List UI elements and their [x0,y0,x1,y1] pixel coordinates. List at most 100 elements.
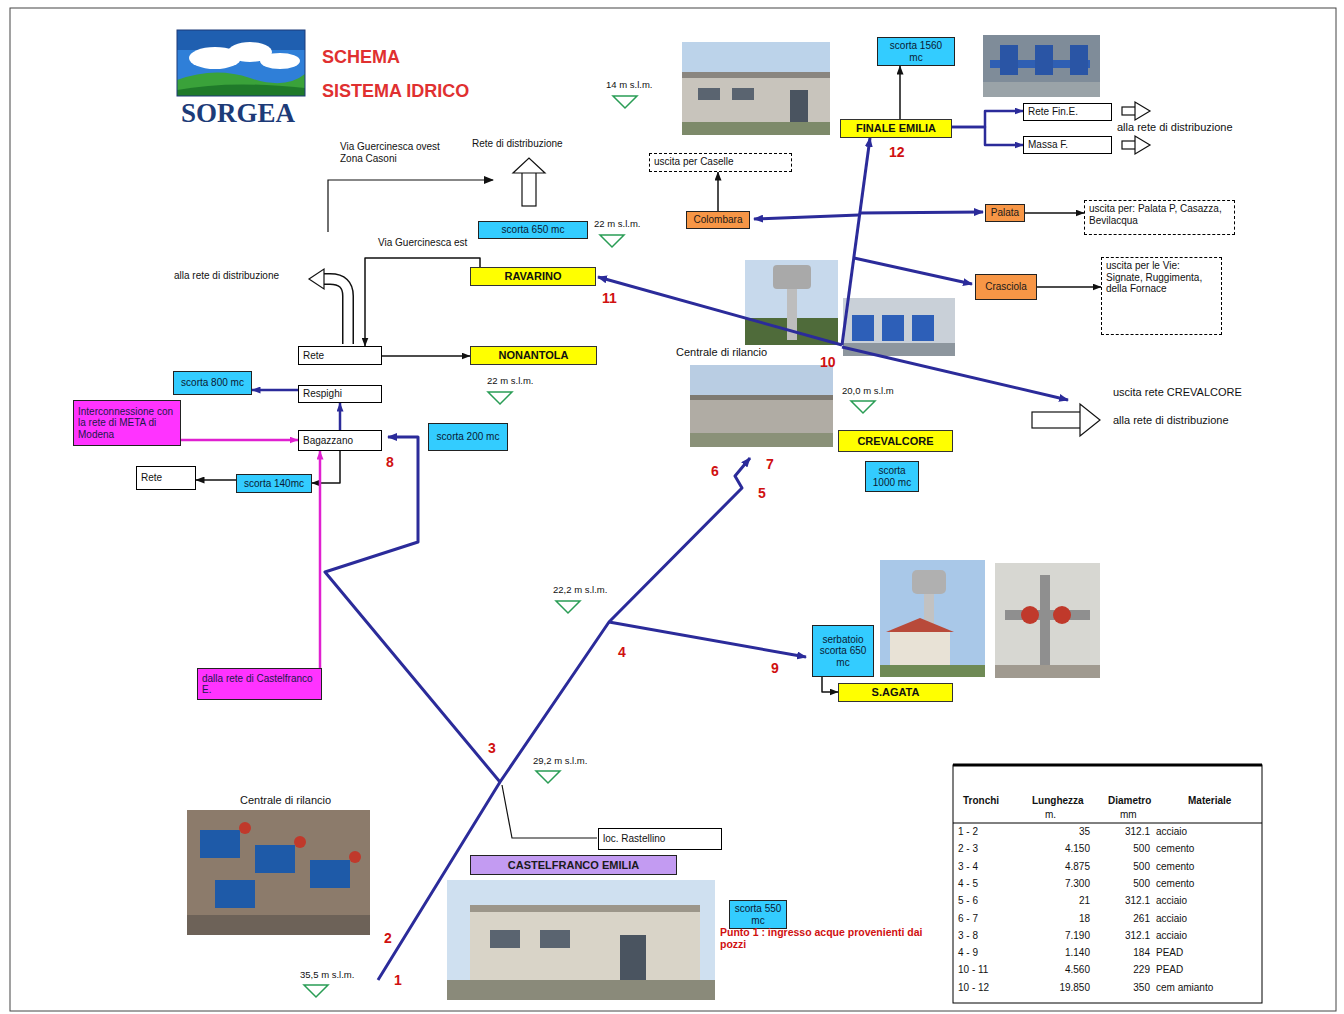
outlet-arrow [309,269,324,289]
table-cell: 3 - 4 [958,861,978,873]
branch-line [502,785,597,838]
table-cell: 3 - 8 [958,930,978,942]
table-cell: m. [1045,809,1056,821]
flow-connector [822,677,838,692]
station-box: Rete [298,346,382,365]
table-cell: mm [1120,809,1137,821]
pump-station-photo [690,433,833,447]
building-photo [682,72,830,78]
outlet-arrow [513,158,545,173]
town-box: NONANTOLA [470,346,597,365]
node-text: scorta 1560 mc [882,40,950,63]
pump-photo [882,315,904,341]
node-text: NONANTOLA [498,349,568,362]
pump-photo [983,82,1100,97]
valve-photo [995,563,1100,678]
building-photo [732,88,754,100]
node-text: scorta 650 mc [502,224,565,236]
outlet-arrow [1122,141,1136,149]
building-photo [790,90,808,122]
pipe [609,622,806,657]
node-text: serbatoio scorta 650 mc [817,634,869,669]
pipe [325,437,500,782]
node-text: scorta 800 mc [181,377,244,389]
elevation-label: 20,0 m s.l.m [842,386,894,397]
outlet-arrow [1135,136,1150,154]
node-text: Colombara [694,214,743,226]
outlet-arrow [309,269,348,345]
pump-station-photo [690,395,833,433]
note-label: alla rete di distribuzione [1113,414,1229,427]
pipe [842,347,1068,400]
note-label: Punto 1 : ingresso acque provenienti dai… [720,926,945,950]
node-text: scorta 140mc [244,478,304,490]
pipe [842,138,870,345]
callout-number: 8 [386,454,394,470]
water-tower-photo [773,265,811,289]
pump-station-photo [690,365,833,447]
logo-image [177,30,305,96]
callout-number: 3 [488,740,496,756]
table-cell: Diametro [1108,795,1151,807]
building-photo [490,930,520,948]
table-cell: 10 - 11 [958,964,988,976]
elevation-mark [304,985,328,997]
elevation-mark [600,235,624,247]
water-tower-photo [890,630,950,666]
water-tower-photo [886,618,954,632]
elevation-label: 14 m s.l.m. [606,80,652,91]
flow-connector [952,111,1023,127]
note-label: uscita rete CREVALCORE [1113,386,1242,399]
flow-connector [312,451,340,483]
building-photo [620,935,646,980]
table-cell: 1.140 [1030,947,1090,959]
pipe [854,258,972,284]
callout-number: 7 [766,456,774,472]
valve-photo [995,665,1100,678]
flow-connector [319,451,322,668]
table-cell: 500 [1098,861,1150,873]
storage-box: scorta 200 mc [428,423,508,451]
node-text: uscita per: Palata P, Casazza, Bevilacqu… [1089,203,1230,226]
town-box: S.AGATA [838,683,953,702]
table-cell: 500 [1098,878,1150,890]
logo-image [177,84,305,96]
outlet-arrow [322,279,348,344]
node-text: Palata [991,207,1019,219]
elevation-label: 22,2 m s.l.m. [553,585,607,596]
note-label: Rete di distribuzione [472,138,563,150]
building-photo [447,980,715,1000]
elevation-mark [304,96,875,997]
outlet-box: uscita per Caselle [649,153,792,172]
callout-number: 9 [771,660,779,676]
outlet-arrow [522,172,536,206]
district-box: Colombara [686,211,750,229]
storage-box: scorta 1560 mc [877,37,955,66]
node-text: Interconnessione con la rete di META di … [78,406,176,441]
flow-connector [252,389,298,392]
table-cell: 184 [1098,947,1150,959]
node-text: uscita per Caselle [654,156,733,168]
flow-connector [339,403,342,430]
storage-box: scorta 1000 mc [865,461,919,492]
valve-photo [1053,606,1071,624]
pump-photo [1035,45,1053,75]
elevation-label: 35,5 m s.l.m. [300,970,354,981]
table-cell: 312.1 [1098,930,1150,942]
pump-station-photo [690,395,833,400]
table-cell: cem amianto [1156,982,1213,994]
table-cell: 4.560 [1030,964,1090,976]
valve-photo [1040,575,1050,665]
pump-photo [239,822,251,834]
node-text: RAVARINO [504,270,561,283]
table-cell: acciaio [1156,930,1187,942]
table-cell: 312.1 [1098,895,1150,907]
pump-photo [200,830,240,858]
station-box: loc. Rastellino [598,828,722,850]
pump-photo [349,851,361,863]
storage-box: scorta 650 mc [478,221,588,239]
building-photo [682,122,830,135]
node-text: scorta 550 mc [734,903,782,926]
water-tower-photo [880,560,985,677]
pump-photo [912,315,934,341]
